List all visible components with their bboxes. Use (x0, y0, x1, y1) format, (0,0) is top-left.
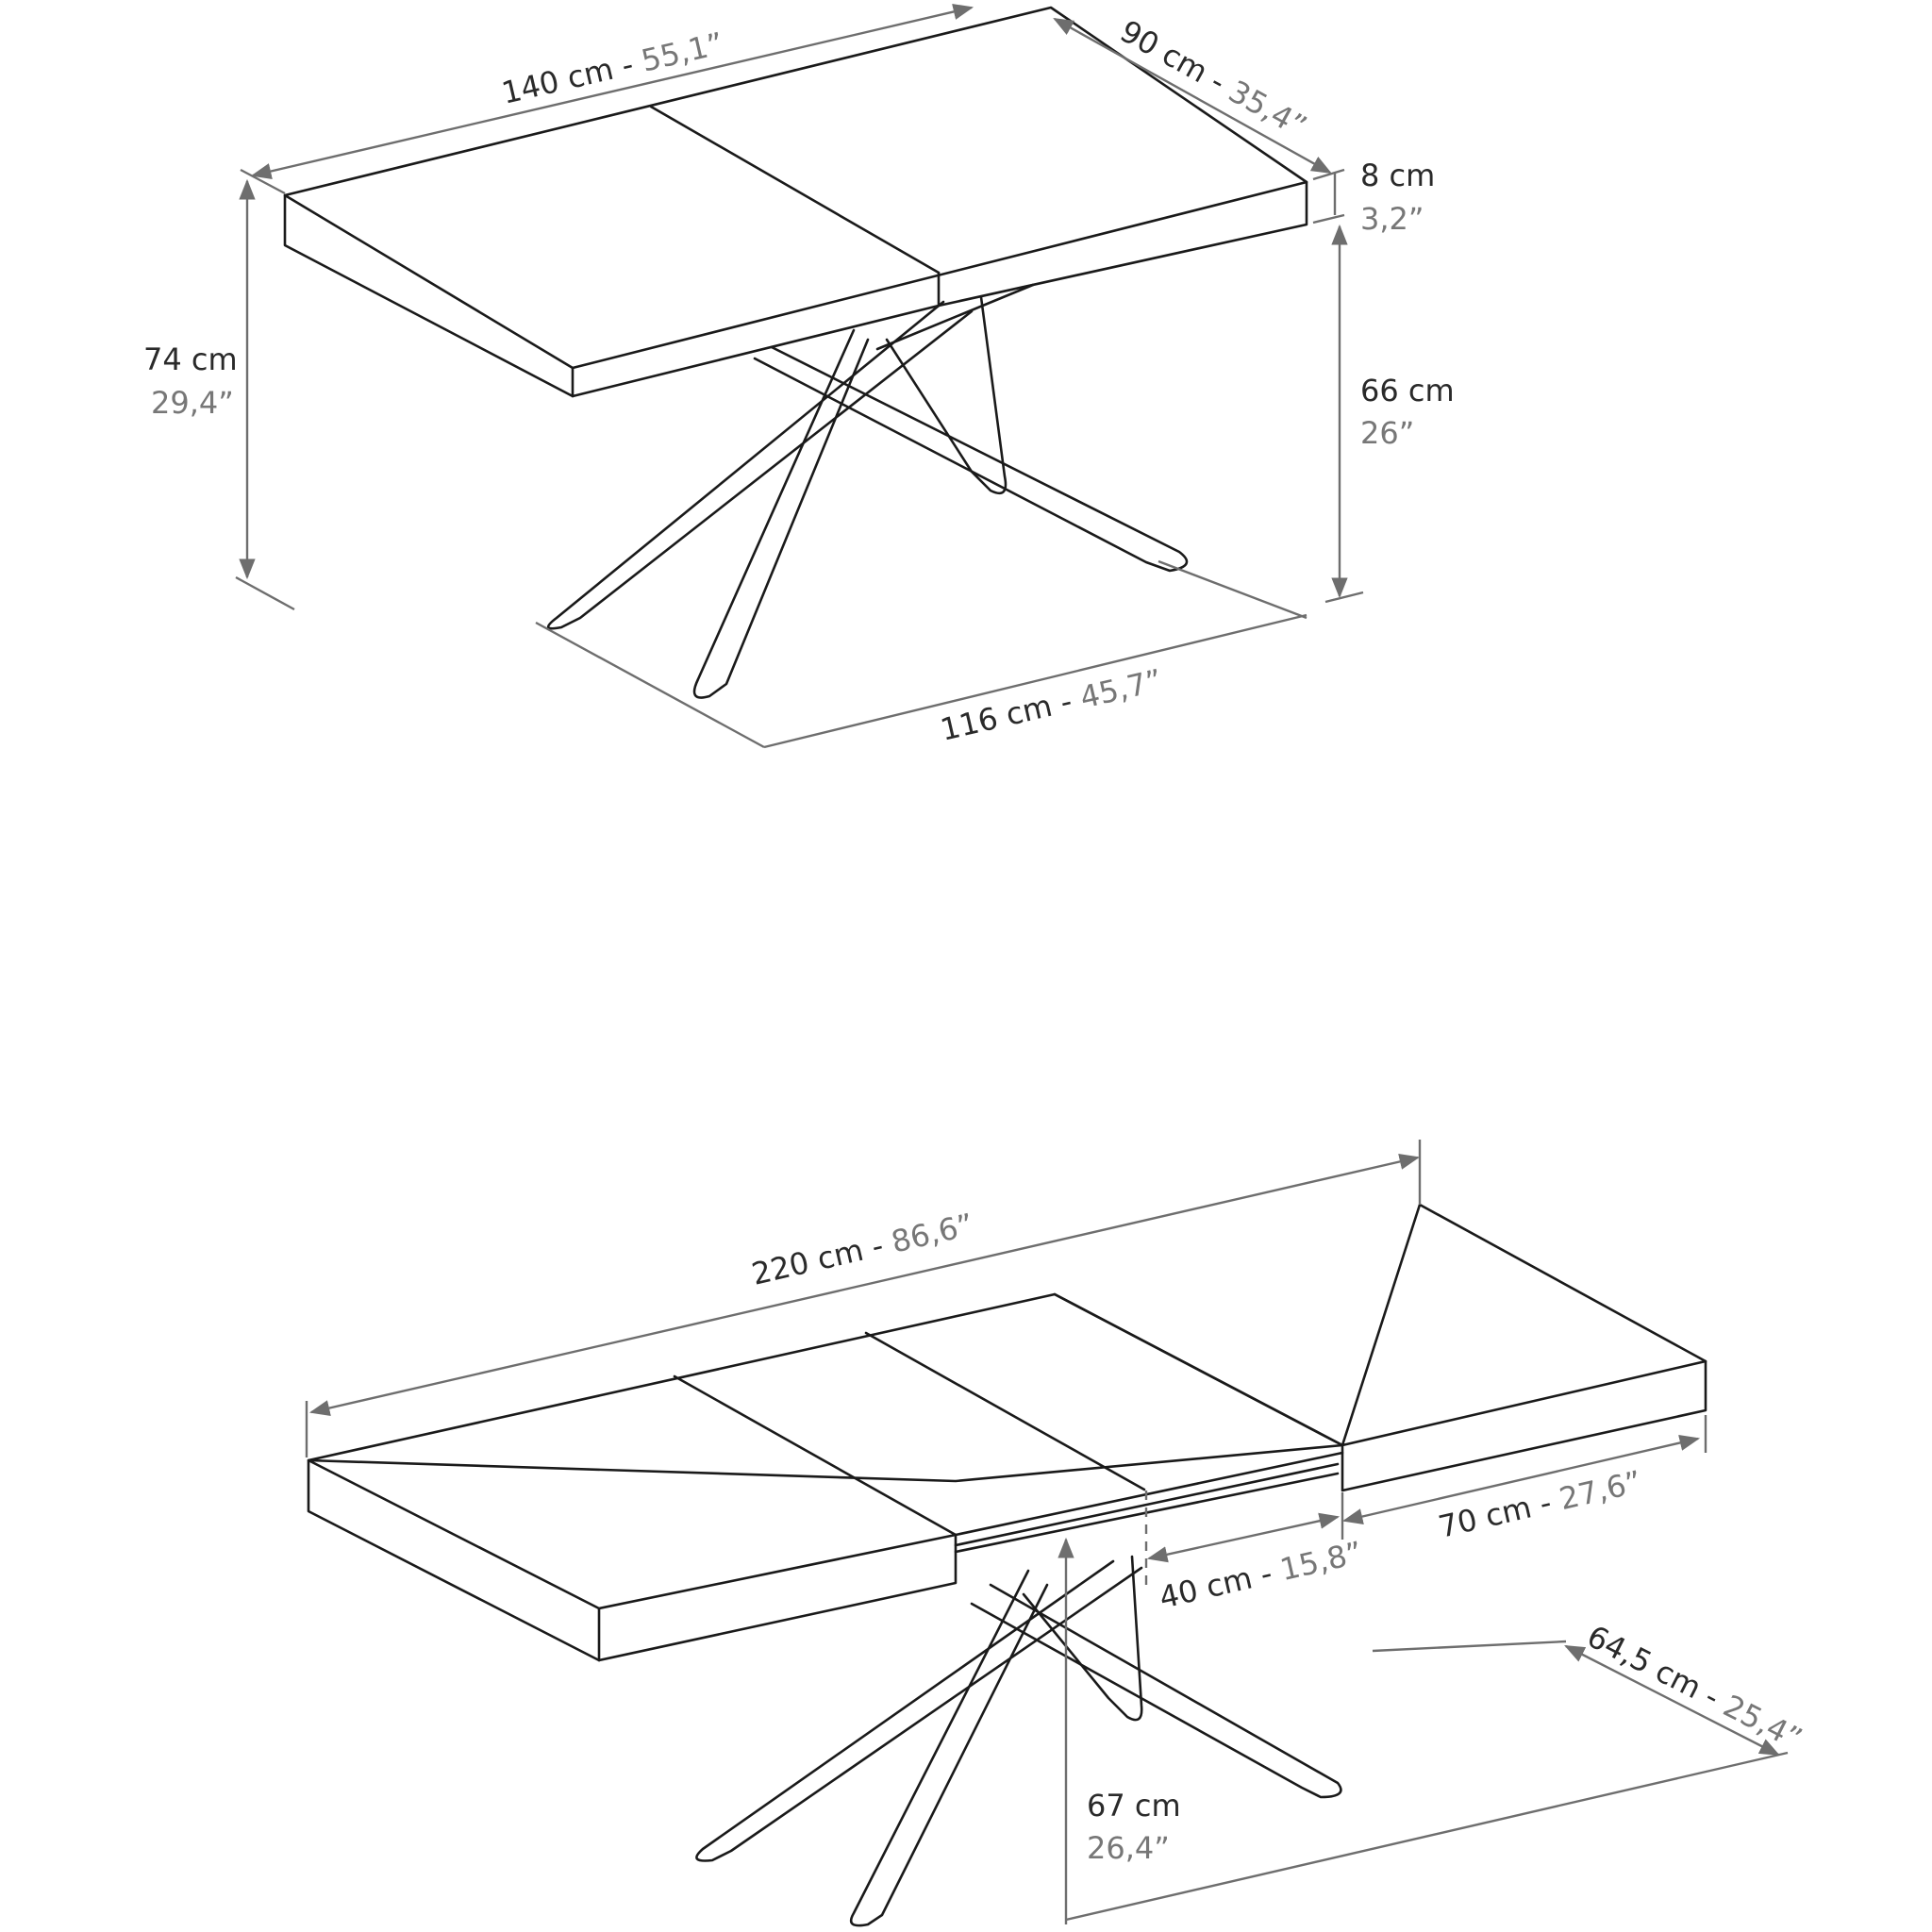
svg-text:40 cm - 15,8”: 40 cm - 15,8” (1156, 1534, 1365, 1615)
end-section-dimension: 70 cm - 27,6” (1341, 1415, 1707, 1545)
extension-leaf-cm: 40 cm (1156, 1559, 1256, 1615)
leg-span-cm: 116 cm (937, 688, 1055, 748)
leg-span-dimension: 116 cm - 45,7” (535, 559, 1307, 749)
closed-height-dimension: 74 cm 29,4” (143, 178, 295, 611)
under-top-height-dimension: 66 cm 26” (1324, 224, 1455, 604)
svg-text:90 cm - 35,4”: 90 cm - 35,4” (1114, 13, 1312, 145)
extended-length-in: 86,6” (888, 1207, 976, 1260)
svg-text:116 cm - 45,7”: 116 cm - 45,7” (937, 662, 1165, 748)
extended-table-drawing (307, 1203, 1707, 1927)
closed-depth-cm: 90 cm (1114, 13, 1214, 91)
closed-height-cm: 74 cm (143, 341, 238, 377)
extended-length-dimension: 220 cm - 86,6” (305, 1140, 1422, 1457)
extended-tabletop (307, 1203, 1707, 1662)
closed-table-drawing (283, 6, 1308, 699)
end-section-in: 27,6” (1556, 1463, 1644, 1517)
extended-length-cm: 220 cm (748, 1232, 866, 1292)
top-thickness-in: 3,2” (1360, 201, 1424, 237)
end-section-cm: 70 cm (1435, 1489, 1535, 1544)
svg-text:220 cm - 86,6”: 220 cm - 86,6” (748, 1207, 976, 1292)
extended-under-top-height-cm: 67 cm (1087, 1788, 1181, 1824)
leg-span-in: 45,7” (1076, 662, 1165, 716)
closed-table-legs (546, 283, 1189, 699)
leg-clearance-depth-cm: 64,5 cm (1581, 1618, 1707, 1706)
top-thickness-dimension: 8 cm 3,2” (1312, 158, 1435, 237)
extended-table-legs (695, 1555, 1342, 1927)
top-thickness-cm: 8 cm (1360, 158, 1435, 193)
extended-under-top-height-in: 26,4” (1087, 1830, 1170, 1866)
svg-text:64,5 cm - 25,4”: 64,5 cm - 25,4” (1581, 1618, 1807, 1757)
leg-clearance-depth-dimension: 64,5 cm - 25,4” (1065, 1618, 1807, 1922)
closed-length-cm: 140 cm (498, 51, 616, 111)
extended-under-top-height-dimension: 67 cm 26,4” (1058, 1537, 1181, 1924)
closed-height-in: 29,4” (151, 385, 234, 421)
extension-leaf-dimension: 40 cm - 15,8” (1144, 1491, 1366, 1616)
svg-text:140 cm - 55,1”: 140 cm - 55,1” (498, 25, 726, 111)
extension-leaf-in: 15,8” (1276, 1534, 1365, 1588)
under-top-height-in: 26” (1360, 415, 1414, 451)
closed-length-dimension: 140 cm - 55,1” (240, 4, 974, 195)
closed-length-in: 55,1” (638, 25, 726, 79)
under-top-height-cm: 66 cm (1360, 373, 1455, 408)
